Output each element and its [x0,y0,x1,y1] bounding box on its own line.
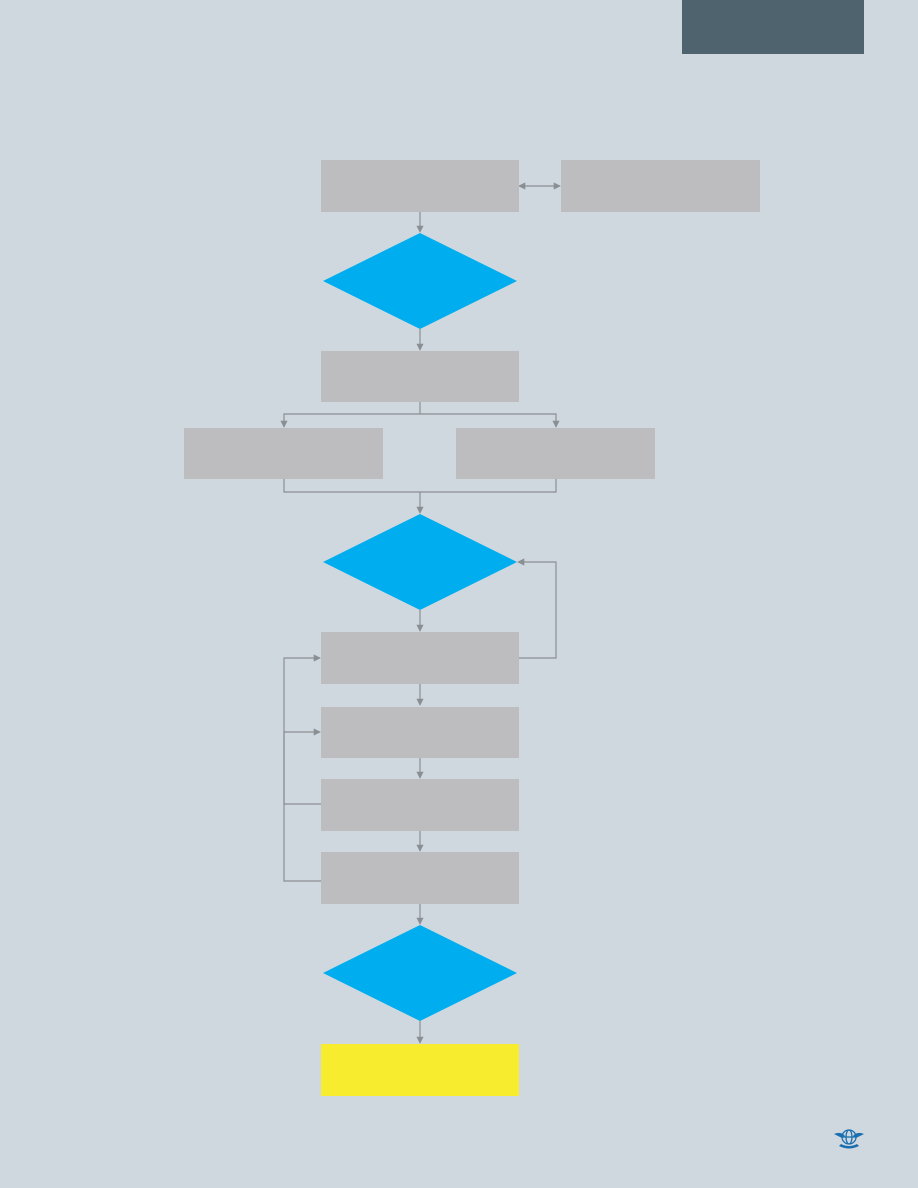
process-box-3 [321,351,519,402]
edge-n8-n6-loop [283,654,321,805]
edge-n3-n5 [420,413,560,428]
corner-tab [682,0,864,54]
process-box-6 [321,632,519,684]
edge-n4-merge [283,479,420,493]
edge-n5-merge [420,479,557,493]
process-box-4 [184,428,383,479]
edge-n6-d2-loop [517,558,557,659]
process-box-1 [321,160,519,212]
decision-label-3 [323,925,517,1021]
edge-n3-n4 [280,413,420,428]
decision-diamond-2 [323,514,517,610]
decision-label-2 [323,514,517,610]
process-box-9 [321,852,519,904]
decision-diamond-1 [323,233,517,329]
process-box-7 [321,707,519,758]
process-box-2 [561,160,760,212]
terminal-box [321,1044,519,1096]
process-box-8 [321,779,519,831]
decision-diamond-3 [323,925,517,1021]
process-box-5 [456,428,655,479]
decision-label-1 [323,233,517,329]
edge-n9-n7-loop [283,728,321,882]
icao-emblem-icon [834,1129,864,1149]
